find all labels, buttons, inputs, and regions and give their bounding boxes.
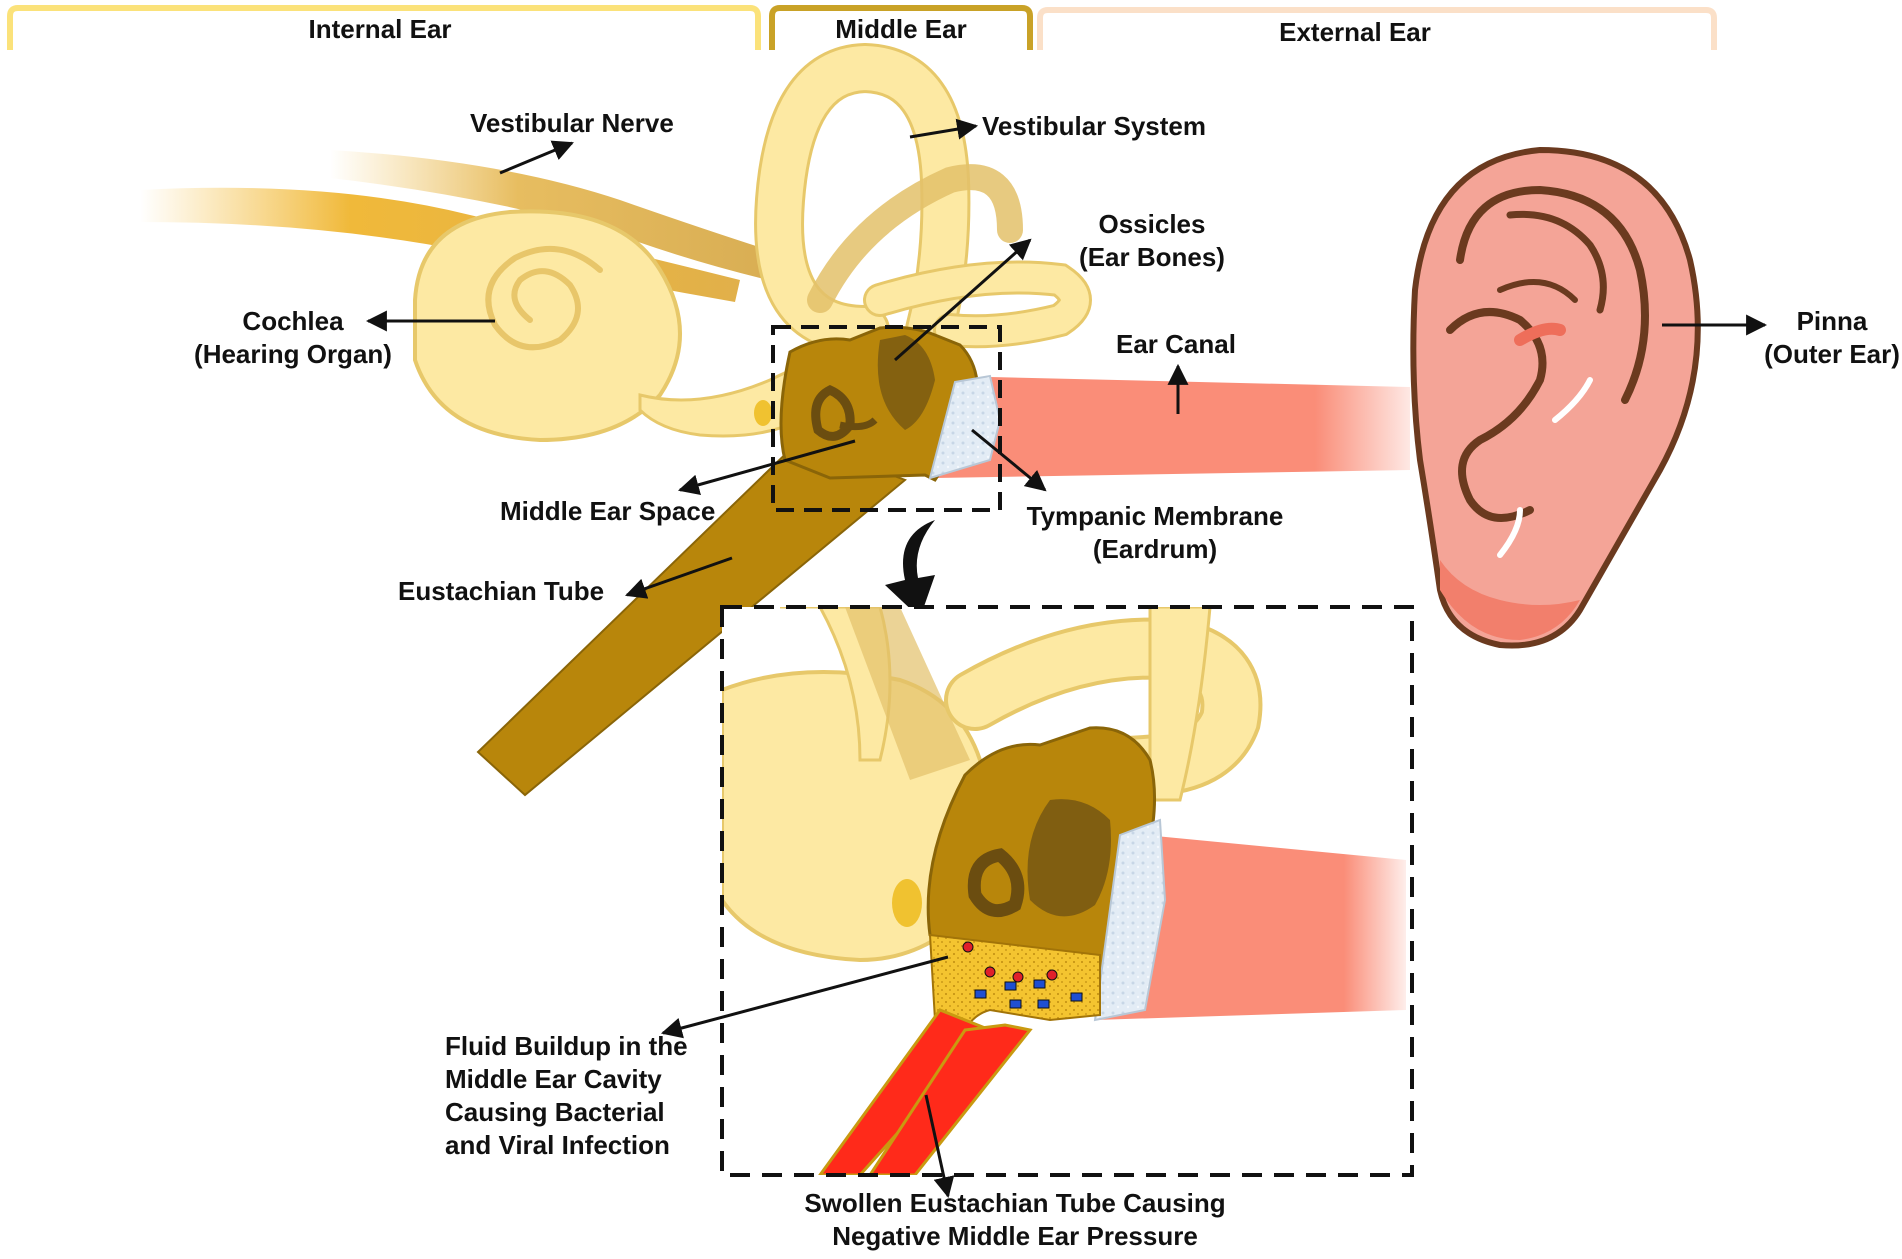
pinna-subtitle: (Outer Ear) — [1764, 339, 1900, 369]
swollen-line-2: Negative Middle Ear Pressure — [832, 1221, 1198, 1251]
cochlea-label: Cochlea (Hearing Organ) — [168, 305, 418, 371]
external-ear-bracket — [1037, 7, 1717, 50]
zoom-view-frame — [720, 605, 1414, 1177]
zoom-arrow — [885, 520, 935, 618]
tympanic-subtitle: (Eardrum) — [1092, 534, 1218, 564]
ossicles-subtitle: (Ear Bones) — [1079, 242, 1225, 272]
ear-canal-shape — [935, 377, 1410, 478]
middle-ear-space-label: Middle Ear Space — [500, 496, 716, 526]
middle-ear-ossicles — [779, 325, 1002, 482]
cochlea-title: Cochlea — [242, 306, 344, 336]
fluid-line-4: and Viral Infection — [445, 1130, 670, 1160]
cochlea-subtitle: (Hearing Organ) — [194, 339, 392, 369]
vestibular-nerve-label: Vestibular Nerve — [470, 108, 674, 138]
tympanic-title: Tympanic Membrane — [1026, 501, 1284, 531]
external-ear-heading: External Ear — [1279, 17, 1431, 47]
fluid-line-2: Middle Ear Cavity — [445, 1064, 662, 1094]
internal-ear-bracket — [7, 5, 761, 50]
swollen-tube-label: Swollen Eustachian Tube Causing Negative… — [770, 1187, 1260, 1253]
ossicles-label: Ossicles (Ear Bones) — [1042, 208, 1262, 274]
eustachian-tube-label: Eustachian Tube — [398, 576, 605, 606]
pinna-shape — [1410, 146, 1701, 649]
pinna-label: Pinna (Outer Ear) — [1752, 305, 1902, 371]
internal-ear-heading: Internal Ear — [308, 14, 452, 44]
ear-canal-label: Ear Canal — [1116, 329, 1236, 359]
middle-ear-selection-box — [771, 325, 1002, 512]
fluid-line-3: Causing Bacterial — [445, 1097, 665, 1127]
fluid-buildup-label: Fluid Buildup in the Middle Ear Cavity C… — [445, 1030, 688, 1162]
tympanic-membrane-label: Tympanic Membrane (Eardrum) — [1010, 500, 1300, 566]
fluid-line-1: Fluid Buildup in the — [445, 1031, 688, 1061]
middle-ear-heading: Middle Ear — [835, 14, 967, 44]
vestibular-system-label: Vestibular System — [982, 111, 1206, 141]
middle-ear-bracket — [769, 5, 1033, 50]
fluid-particles — [962, 941, 1083, 1009]
vestibular-system — [754, 42, 1092, 355]
pinna-title: Pinna — [1796, 306, 1868, 336]
zoomed-middle-ear — [722, 607, 1412, 1175]
swollen-line-1: Swollen Eustachian Tube Causing — [804, 1188, 1226, 1218]
ossicles-title: Ossicles — [1098, 209, 1206, 239]
cochlea-shape — [413, 209, 823, 443]
leader-lines — [365, 118, 1768, 1199]
